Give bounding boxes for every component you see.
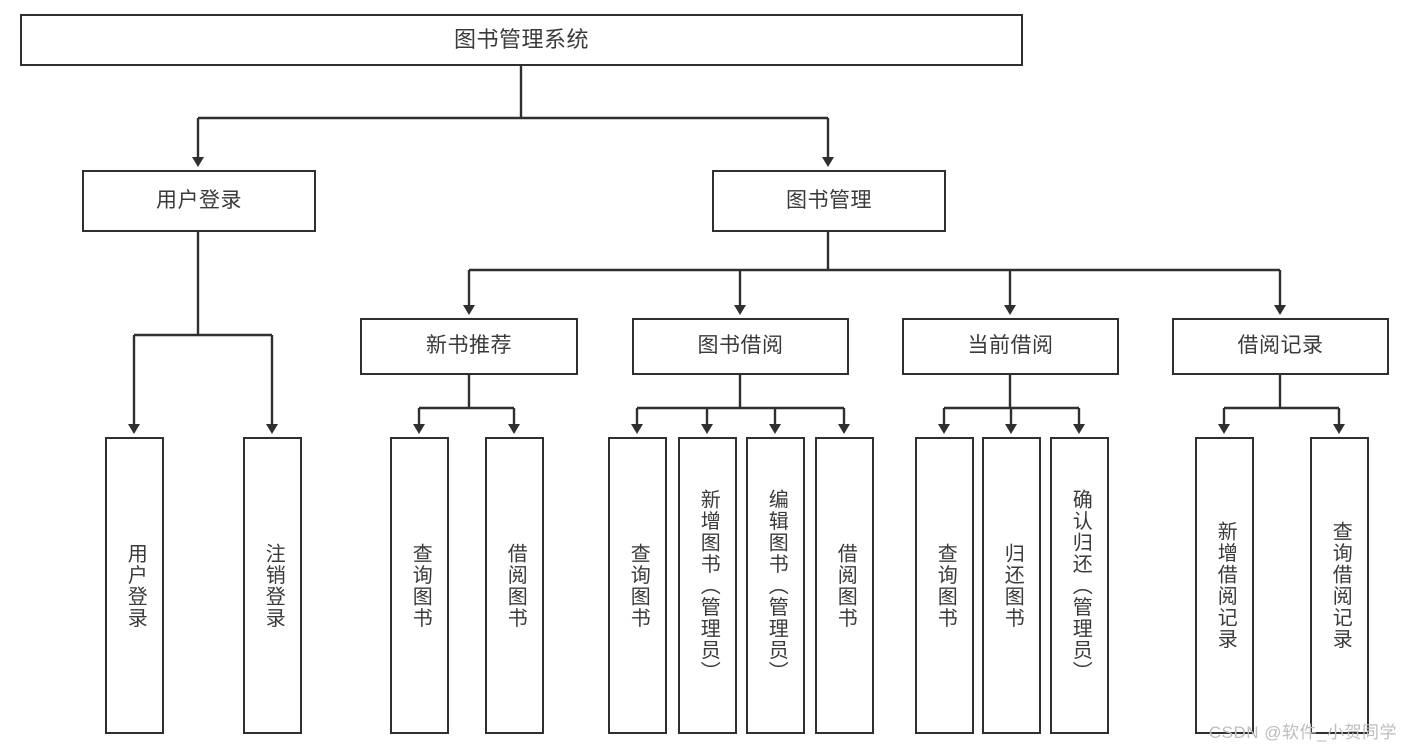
node-label: 借阅记录 [1237,334,1324,358]
node-label: 归还图书 [1001,542,1024,629]
node-label: 借阅图书 [504,542,527,629]
leaf-node[interactable]: 注销登录 [243,437,302,734]
leaf-node[interactable]: 查询图书 [390,437,449,734]
node-label: 借阅图书 [834,542,857,629]
leaf-node[interactable]: 借阅图书 [485,437,544,734]
node-borrow-record[interactable]: 借阅记录 [1172,318,1389,375]
leaf-node[interactable]: 确认归还（管理员） [1050,437,1109,734]
node-user-login[interactable]: 用户登录 [82,170,316,232]
node-label: 查询借阅记录 [1329,521,1352,650]
node-current-borrow[interactable]: 当前借阅 [902,318,1119,375]
node-label: 图书借阅 [697,334,784,358]
node-label: 确认归还（管理员） [1069,488,1092,683]
node-label: 新增借阅记录 [1214,521,1237,650]
node-label: 编辑图书（管理员） [765,488,788,683]
node-label: 图书管理系统 [453,27,589,53]
leaf-node[interactable]: 新增图书（管理员） [678,437,737,734]
node-label: 查询图书 [934,542,957,629]
node-new-book-recommend[interactable]: 新书推荐 [360,318,578,375]
leaf-node[interactable]: 借阅图书 [815,437,874,734]
node-book-management[interactable]: 图书管理 [712,170,946,232]
watermark-text: CSDN @软件_小贺同学 [1208,723,1397,742]
node-label: 图书管理 [786,188,872,212]
leaf-node[interactable]: 查询图书 [608,437,667,734]
node-label: 新书推荐 [426,334,512,358]
node-label: 用户登录 [156,188,242,212]
node-root[interactable]: 图书管理系统 [20,14,1023,66]
node-label: 新增图书（管理员） [697,488,720,683]
node-label: 查询图书 [627,542,650,629]
leaf-node[interactable]: 归还图书 [982,437,1041,734]
leaf-node[interactable]: 编辑图书（管理员） [746,437,805,734]
leaf-node[interactable]: 用户登录 [105,437,164,734]
leaf-node[interactable]: 新增借阅记录 [1195,437,1254,734]
node-label: 当前借阅 [967,334,1054,358]
node-label: 查询图书 [409,542,432,629]
leaf-node[interactable]: 查询借阅记录 [1310,437,1369,734]
node-label: 注销登录 [262,542,285,629]
leaf-node[interactable]: 查询图书 [915,437,974,734]
node-book-borrow[interactable]: 图书借阅 [632,318,849,375]
node-label: 用户登录 [124,542,147,629]
